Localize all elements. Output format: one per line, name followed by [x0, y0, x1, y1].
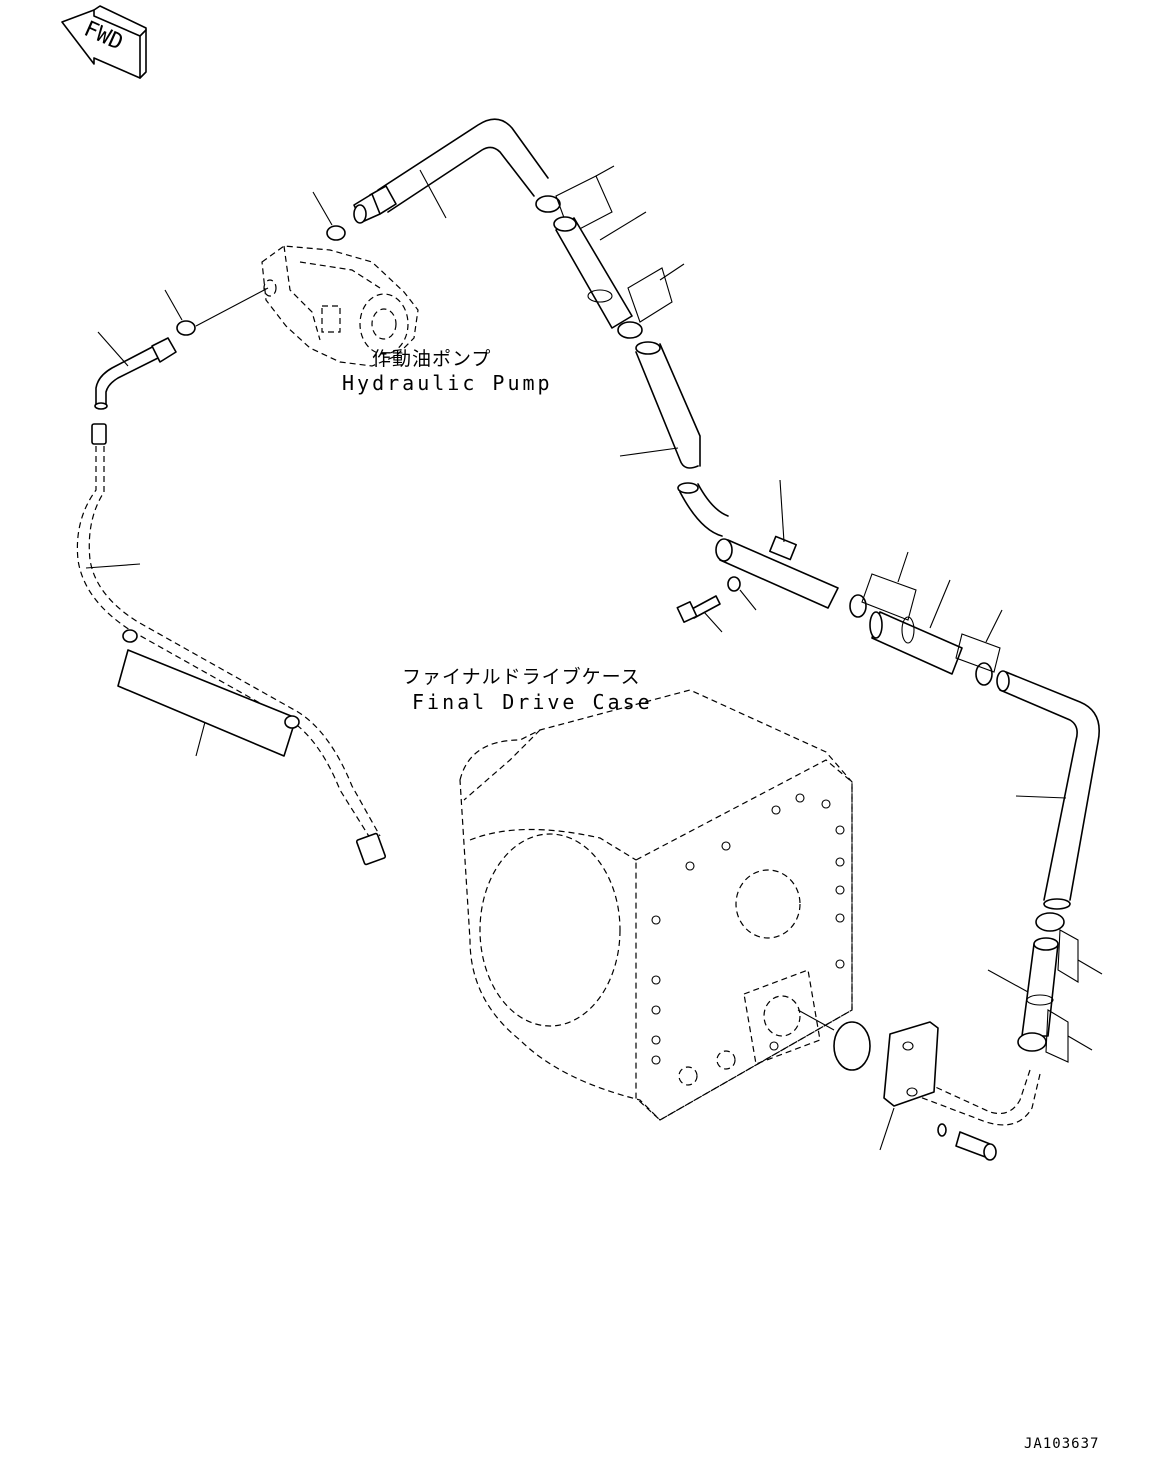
case-suction-elbow — [879, 1021, 1041, 1151]
final-drive-case — [459, 689, 853, 1121]
pump-label-jp: 作動油ポンプ — [372, 348, 492, 370]
right-connector-tube — [869, 579, 963, 675]
hydraulic-pump — [261, 245, 419, 367]
o-ring-upper — [312, 191, 346, 241]
upper-hose-clamp-1 — [535, 165, 615, 235]
lower-connector-tube — [987, 937, 1059, 1037]
pump-label-en: Hydraulic Pump — [342, 371, 553, 395]
right-hose-clamp-1 — [849, 551, 917, 621]
elbow-bolt — [937, 1123, 997, 1161]
lower-hose-clamp-2 — [1017, 1009, 1093, 1063]
hose-protector-sleeve — [117, 629, 300, 757]
short-elbow-pipe — [94, 331, 177, 410]
middle-bent-hose — [619, 341, 729, 537]
washer — [727, 576, 757, 611]
o-ring-lower — [164, 287, 269, 336]
right-long-hose — [996, 670, 1100, 910]
drawing-number: JA103637 — [1024, 1436, 1100, 1452]
mounting-bolt — [676, 595, 723, 633]
case-label-jp: ファイナルドライブケース — [402, 666, 641, 688]
upper-suction-pipe — [353, 118, 549, 224]
case-gasket — [797, 1009, 871, 1071]
upper-connector-tube — [553, 211, 647, 329]
right-hose-clamp-2 — [955, 609, 1003, 686]
left-hose — [76, 423, 387, 866]
upper-hose-clamp-2 — [617, 263, 685, 339]
fwd-arrow-icon: FWD — [61, 5, 147, 79]
case-label-en: Final Drive Case — [412, 690, 653, 714]
middle-rigid-tube — [715, 479, 839, 609]
lower-hose-clamp-1 — [1035, 912, 1103, 983]
